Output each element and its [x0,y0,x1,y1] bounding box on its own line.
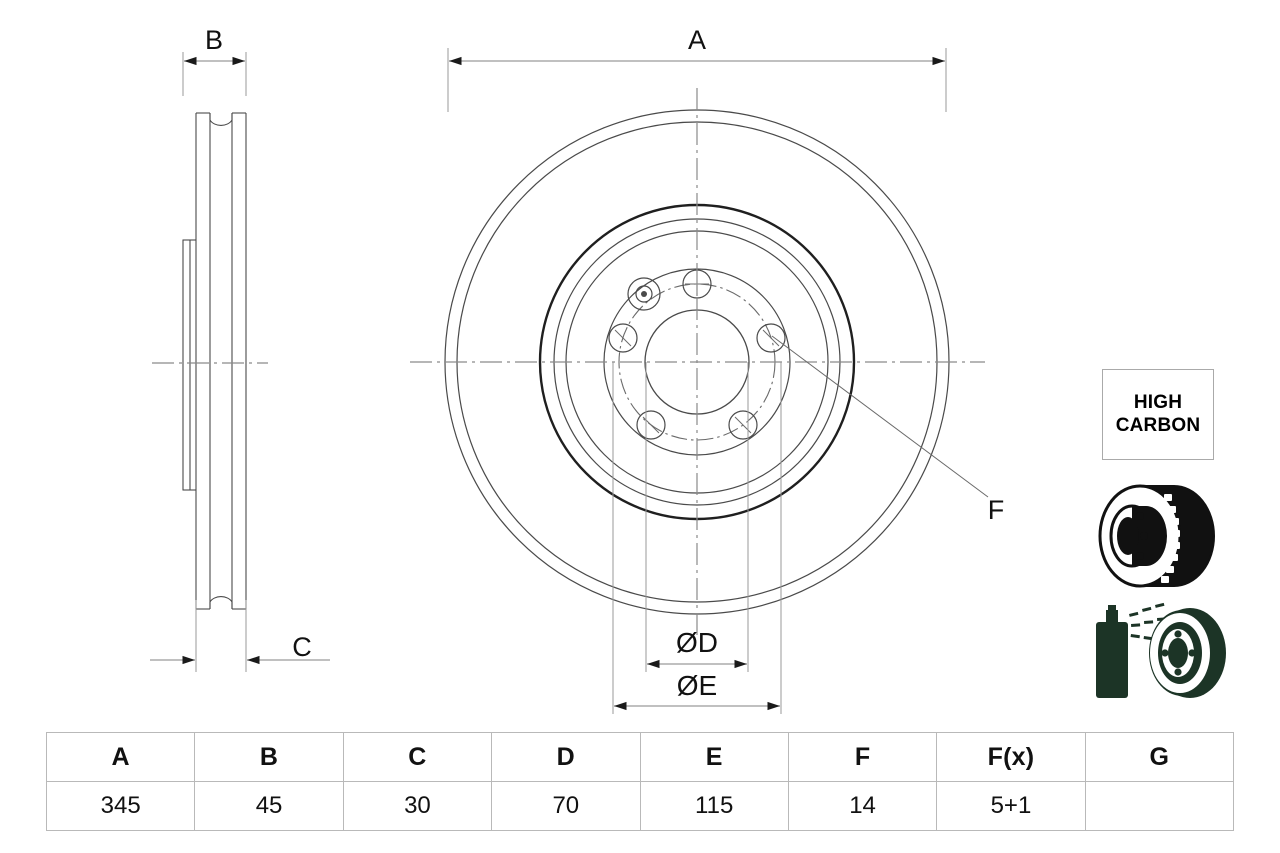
table-header-b: B [194,732,344,782]
high-carbon-line2: CARBON [1115,414,1201,436]
coated-brake-disc-spray-icon [1096,602,1226,698]
dimension-label-b: B [205,25,223,55]
table-value-g [1084,781,1235,831]
dimension-label-d: ØD [676,627,718,658]
dimension-f-leader [771,335,989,498]
table-header-f: F [787,732,938,782]
side-section-view [182,112,247,610]
bolt-holes [608,269,786,440]
table-header-e: E [639,732,789,782]
dimension-label-a: A [688,25,706,55]
table-value-e: 115 [639,781,789,831]
dimension-b [182,52,247,96]
high-carbon-badge: HIGH CARBON [1102,369,1214,460]
table-header-row: A B C D E F F(x) G [45,732,1235,782]
table-value-d: 70 [491,781,641,831]
table-header-a: A [45,732,196,782]
table-header-c: C [342,732,493,782]
table-value-b: 45 [194,781,344,831]
table-value-c: 30 [342,781,493,831]
vented-brake-disc-icon [1098,484,1215,588]
table-value-row: 345 45 30 70 115 14 5+1 [45,781,1235,831]
dimension-table: A B C D E F F(x) G 345 45 30 70 115 14 5… [45,732,1235,831]
table-header-fx: F(x) [936,732,1086,782]
table-value-fx: 5+1 [936,781,1086,831]
table-header-g: G [1084,732,1235,782]
dimension-label-e: ØE [677,670,717,701]
dimension-label-c: C [292,632,312,662]
table-value-f: 14 [787,781,938,831]
dimension-c [150,600,330,672]
pilot-hole [627,277,661,311]
face-view-centerlines [410,88,985,640]
high-carbon-line1: HIGH [1133,392,1183,414]
table-value-a: 345 [45,781,196,831]
table-header-d: D [491,732,641,782]
dimension-a [447,48,947,112]
diameter-extension-lines [612,362,782,714]
dimension-label-f: F [988,495,1005,525]
